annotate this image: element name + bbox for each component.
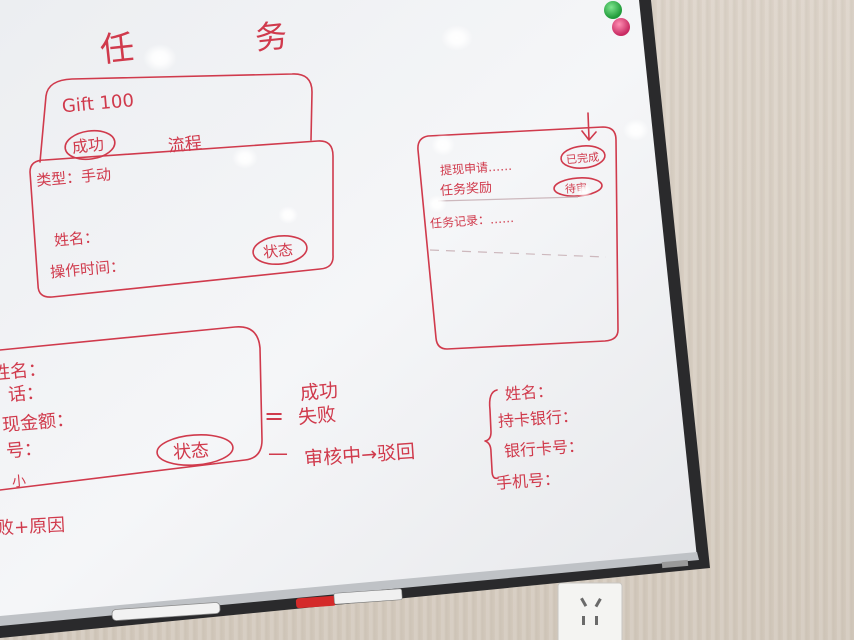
card-record-outline [29,140,334,298]
card-bottom-status-circle [156,434,234,466]
glare-spot [441,25,473,51]
glare-spot [431,134,455,156]
light-reflections [143,25,649,224]
card-bottom-status-label: 状态 [172,440,209,463]
outlet-slot [580,597,588,607]
title-char-2: 务 [253,16,289,57]
failure-reason-note: 败+原因 [0,515,66,540]
row1-badge-label: 已完成 [565,150,599,167]
markers [111,588,403,621]
glare-spot [623,119,649,141]
power-outlet [557,582,623,640]
outlet-slot [582,616,585,625]
record-name-label: 姓名： [53,228,99,250]
marker-label [333,588,403,605]
outlet-slot [594,598,602,608]
magnet-pink-icon [612,18,630,36]
card-top-outline [39,73,313,163]
right-panel-outline [417,126,619,350]
dashed-divider [429,249,607,258]
glare-spot [143,44,177,72]
record-status-label: 状态 [262,241,294,262]
magnet-green-icon [604,1,622,19]
bank-field-name: 姓名： [504,381,553,403]
title-char-1: 任 [98,27,136,70]
right-panel-row1: 提现申请…… [440,158,513,178]
right-panel-row3: 任务记录：…… [430,210,515,231]
glare-spot [576,184,592,198]
white-marker [111,602,221,621]
card-bottom-line-2: 话： [7,382,45,406]
card-bottom-line-5: 小 [11,474,26,491]
glare-spot [427,195,447,213]
card-bottom-outline [0,326,263,491]
glare-spot [278,206,298,224]
tab-active-label: 成功 [71,135,105,157]
red-marker [295,595,337,609]
card-bottom-line-4: 号： [5,438,43,462]
status-dash: — [268,441,288,465]
status-failed: 失败 [297,403,337,428]
frame-label [661,559,689,569]
status-success: 成功 [299,379,339,404]
record-status-circle [252,234,308,266]
row1-badge-circle [560,145,606,169]
row-divider [437,196,579,202]
tab-active-circle [64,129,116,161]
tab-other-label: 流程 [167,133,203,156]
right-panel-row2: 任务奖励 [440,179,493,199]
status-equals: = [264,402,284,430]
glare-spot [232,147,258,169]
card-bottom-line-1: 姓名： [0,359,47,385]
brace-mark [484,389,499,480]
outlet-slot [595,616,598,625]
arrow-down-icon [581,112,597,141]
bank-field-phone: 手机号： [495,469,560,492]
